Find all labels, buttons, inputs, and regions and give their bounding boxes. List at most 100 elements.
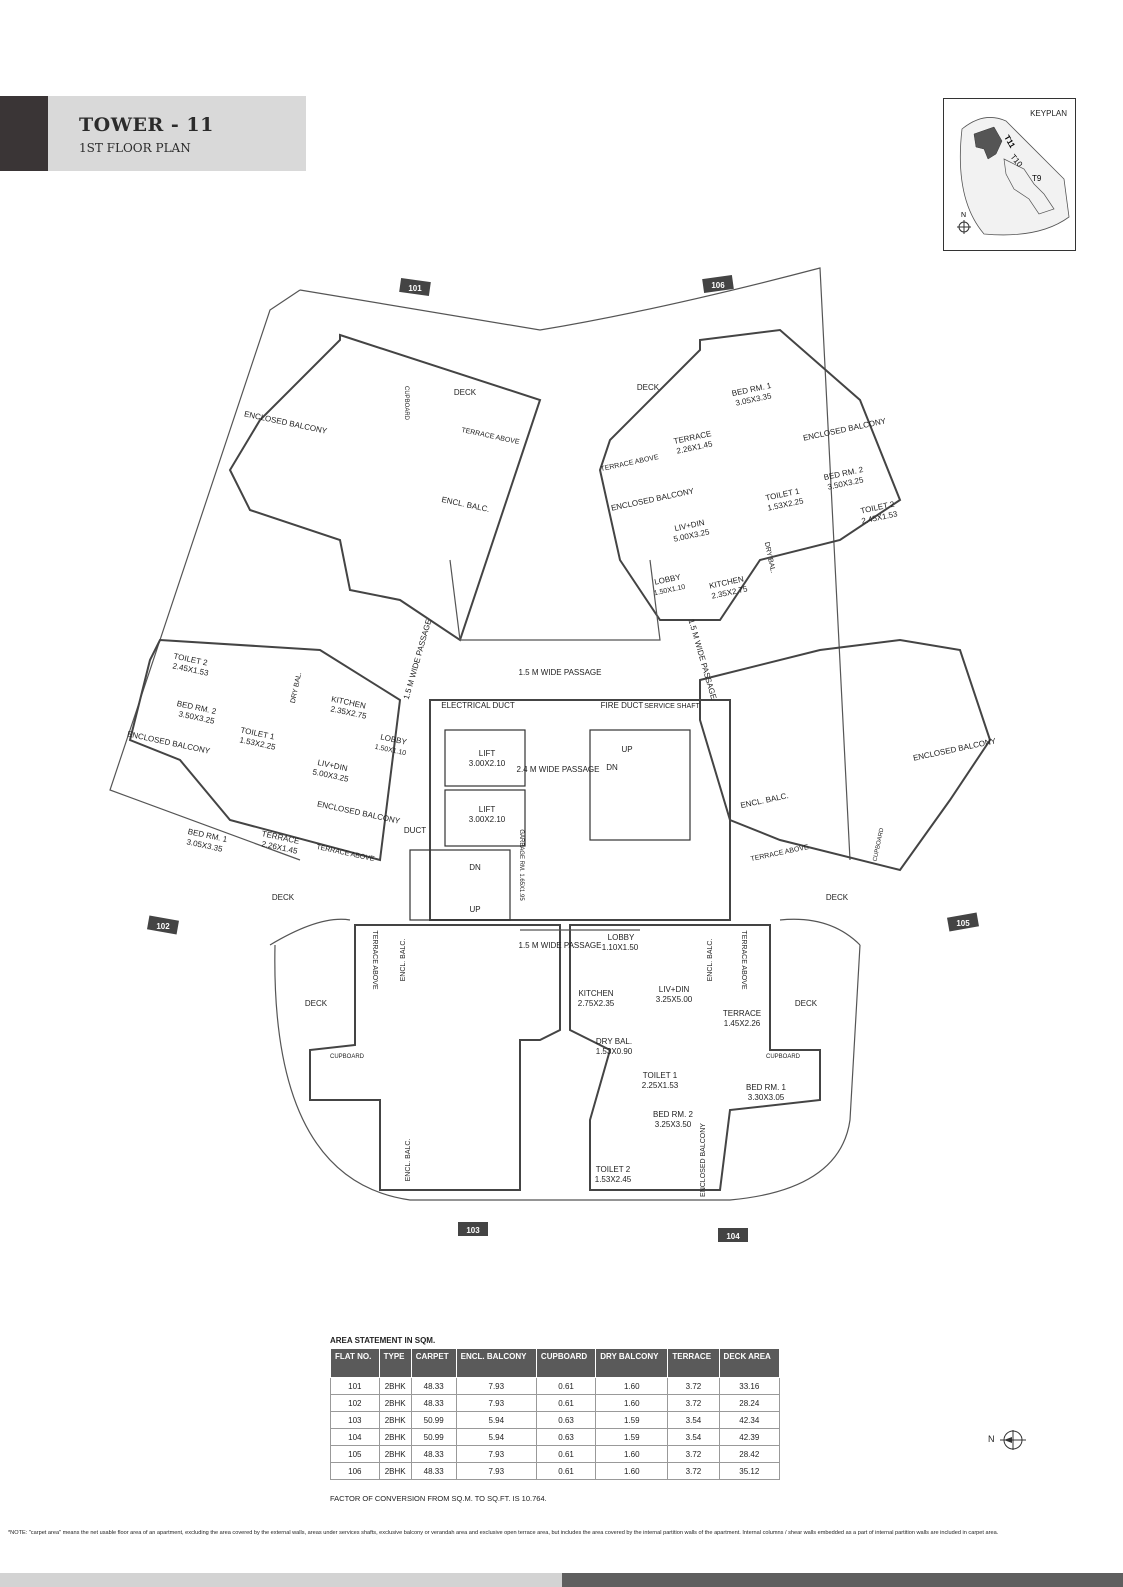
table-cell: 48.33 (410, 1462, 457, 1480)
page-title: TOWER - 11 (79, 114, 214, 136)
table-cell: 1.60 (595, 1377, 669, 1395)
col-flat-no: FLAT NO. (330, 1348, 380, 1378)
table-cell: 104 (330, 1428, 380, 1446)
keyplan-t9: T9 (1032, 174, 1042, 183)
table-cell: 3.72 (667, 1462, 720, 1480)
garbage-room: GARBAGE RM. 1.65X1.95 (518, 829, 524, 901)
deck-label-101: DECK (454, 388, 477, 397)
table-cell: 2BHK (378, 1445, 412, 1463)
terrace-size-104: 1.45X2.26 (724, 1019, 761, 1028)
table-cell: 103 (330, 1411, 380, 1429)
table-row: 104 2BHK 50.99 5.94 0.63 1.59 3.54 42.39 (330, 1428, 781, 1446)
flat-tag-104: 104 (718, 1228, 748, 1242)
encl-balc-105: ENCL. BALC. (740, 791, 790, 810)
col-cupboard: CUPBOARD (535, 1348, 597, 1378)
table-cell: 0.61 (535, 1445, 597, 1463)
dry-bal-104: DRY BAL. (596, 1037, 632, 1046)
table-row: 105 2BHK 48.33 7.93 0.61 1.60 3.72 28.42 (330, 1445, 781, 1463)
title-accent-bar (0, 96, 48, 171)
flat-tag-105: 105 (947, 912, 979, 932)
table-cell: 7.93 (455, 1445, 537, 1463)
table-cell: 2BHK (378, 1411, 412, 1429)
deck-label-103: DECK (305, 999, 328, 1008)
table-cell: 48.33 (410, 1377, 457, 1395)
terrace-above-104: TERRACE ABOVE (740, 930, 747, 989)
table-row: 106 2BHK 48.33 7.93 0.61 1.60 3.72 35.12 (330, 1462, 781, 1480)
table-cell: 28.42 (718, 1445, 781, 1463)
table-cell: 7.93 (455, 1462, 537, 1480)
terrace-104: TERRACE (723, 1009, 761, 1018)
keyplan: KEYPLAN T11 T10 T9 N (943, 98, 1076, 251)
toilet1-size-104: 2.25X1.53 (642, 1081, 679, 1090)
title-block: TOWER - 11 1ST FLOOR PLAN (0, 96, 306, 171)
kitchen-104: KITCHEN (578, 989, 613, 998)
flat-tag-101: 101 (399, 277, 431, 297)
table-cell: 106 (330, 1462, 380, 1480)
keyplan-map: T11 T10 T9 N (957, 117, 1070, 236)
lobby-lower: LOBBY (608, 933, 635, 942)
cupboard-101: CUPBOARD (403, 386, 409, 421)
enclosed-balcony-104: ENCLOSED BALCONY (700, 1123, 707, 1197)
terrace-above-105: TERRACE ABOVE (750, 844, 810, 863)
terrace-above-102: TERRACE ABOVE (316, 844, 376, 863)
livdin-size-104: 3.25X5.00 (656, 995, 693, 1004)
table-cell: 0.61 (535, 1462, 597, 1480)
deck-label-106: DECK (637, 383, 660, 392)
table-row: 101 2BHK 48.33 7.93 0.61 1.60 3.72 33.16 (330, 1377, 781, 1395)
area-statement-title: AREA STATEMENT IN SQM. (330, 1336, 436, 1345)
deck-label-104: DECK (795, 999, 818, 1008)
table-cell: 101 (330, 1377, 380, 1395)
bed2-104: BED RM. 2 (653, 1110, 694, 1119)
passage-vertical-right: 1.5 M WIDE PASSAGE (687, 618, 719, 700)
deck-label-102: DECK (272, 893, 295, 902)
enclosed-balcony-102b: ENCLOSED BALCONY (316, 799, 401, 826)
table-cell: 7.93 (455, 1377, 537, 1395)
table-cell: 28.24 (718, 1394, 781, 1412)
encl-balc-101: ENCL. BALC. (441, 495, 491, 514)
floor-plan: 101 106 102 105 103 104 DECK DECK DECK D… (109, 267, 997, 1242)
terrace-above-103: TERRACE ABOVE (371, 930, 378, 989)
table-cell: 35.12 (718, 1462, 781, 1480)
table-cell: 0.61 (535, 1394, 597, 1412)
keyplan-north-label: N (961, 212, 966, 219)
cupboard-105: CUPBOARD (873, 827, 886, 862)
col-deck-area: DECK AREA (718, 1348, 781, 1378)
bed1-size-104: 3.30X3.05 (748, 1093, 785, 1102)
conversion-factor-note: FACTOR OF CONVERSION FROM SQ.M. TO SQ.FT… (330, 1494, 547, 1503)
table-cell: 7.93 (455, 1394, 537, 1412)
table-cell: 105 (330, 1445, 380, 1463)
table-cell: 1.60 (595, 1394, 669, 1412)
enclosed-balcony-106b: ENCLOSED BALCONY (610, 486, 695, 513)
footer-bar-left (0, 1573, 562, 1587)
table-cell: 102 (330, 1394, 380, 1412)
table-cell: 2BHK (378, 1394, 412, 1412)
flat-tag-102: 102 (147, 915, 179, 935)
svg-text:101: 101 (408, 284, 422, 293)
table-cell: 1.60 (595, 1462, 669, 1480)
passage-vertical-left: 1.5 M WIDE PASSAGE (402, 618, 434, 700)
toilet2-104: TOILET 2 (596, 1165, 631, 1174)
keyplan-north-icon (957, 220, 971, 234)
dry-bal-size-104: 1.53X0.90 (596, 1047, 633, 1056)
table-cell: 2BHK (378, 1428, 412, 1446)
lift-1: LIFT (479, 749, 496, 758)
table-header-row: FLAT NO. TYPE CARPET ENCL. BALCONY CUPBO… (330, 1348, 781, 1378)
table-cell: 0.63 (535, 1411, 597, 1429)
col-type: TYPE (378, 1348, 412, 1378)
col-encl-balcony: ENCL. BALCONY (455, 1348, 537, 1378)
encl-balc-103b: ENCL. BALC. (405, 1139, 412, 1182)
table-row: 102 2BHK 48.33 7.93 0.61 1.60 3.72 28.24 (330, 1394, 781, 1412)
terrace-above-106: TERRACE ABOVE (600, 454, 660, 473)
table-cell: 48.33 (410, 1394, 457, 1412)
cupboard-103: CUPBOARD (330, 1054, 365, 1060)
table-cell: 1.60 (595, 1445, 669, 1463)
table-cell: 0.63 (535, 1428, 597, 1446)
svg-text:104: 104 (726, 1232, 740, 1241)
terrace-above-101: TERRACE ABOVE (461, 427, 521, 446)
table-cell: 33.16 (718, 1377, 781, 1395)
deck-label-105: DECK (826, 893, 849, 902)
svg-text:103: 103 (466, 1226, 480, 1235)
lift-2-size: 3.00X2.10 (469, 815, 506, 824)
bed2-size-104: 3.25X3.50 (655, 1120, 692, 1129)
encl-balc-103: ENCL. BALC. (400, 939, 407, 982)
